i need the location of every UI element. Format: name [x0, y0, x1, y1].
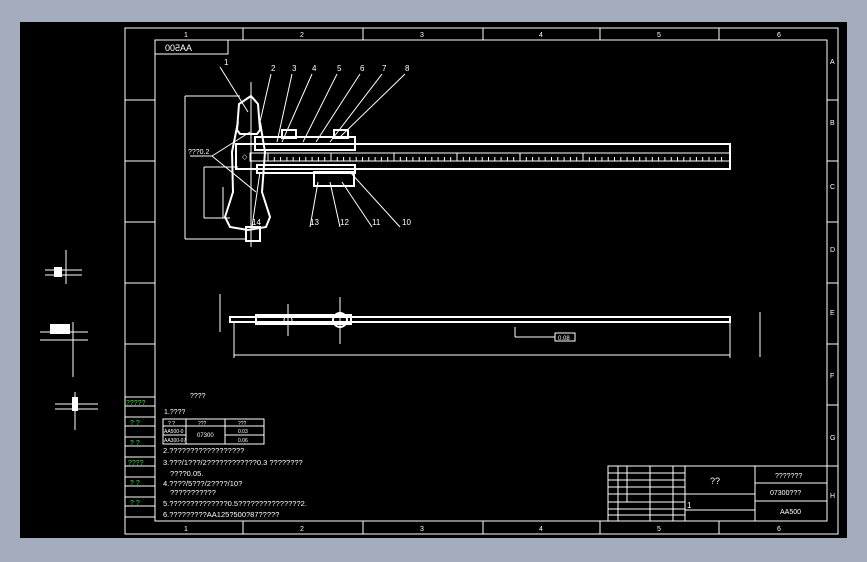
part-name: ??	[710, 476, 720, 486]
svg-text:? ?: ? ?	[130, 480, 140, 487]
svg-text:????0.05.: ????0.05.	[170, 469, 203, 478]
column-zone: 1 2 3 4 5 6 1 2 3 4 5 6	[184, 28, 781, 534]
column-label: 5	[657, 526, 661, 533]
column-label: 5	[657, 32, 661, 39]
column-label: 3	[420, 526, 424, 533]
svg-text:2: 2	[271, 64, 276, 73]
row-label: C	[830, 184, 835, 191]
svg-text:3: 3	[292, 64, 297, 73]
dimension-label: ???0.2	[188, 149, 210, 156]
caliper-top-view[interactable]: 0.08	[219, 294, 761, 358]
row-zone: A B C D E F G H	[125, 59, 838, 500]
svg-text:1: 1	[224, 58, 229, 67]
svg-text:AA300-07: AA300-07	[164, 438, 186, 444]
cad-drawing-canvas[interactable]: 1 2 3 4 5 6 1 2 3 4 5 6 A B C D E F G H …	[20, 22, 847, 538]
svg-text:6.?????????AA125?500?87?????: 6.?????????AA125?500?87?????	[163, 510, 279, 519]
svg-text:1: 1	[687, 501, 692, 510]
row-label: G	[830, 435, 835, 442]
svg-text:3.???/1???/2????????????0.3 ?: 3.???/1???/2????????????0.3 ????????	[163, 458, 303, 467]
svg-text:4: 4	[312, 64, 317, 73]
drawing-code: AA500	[780, 509, 801, 516]
svg-text:8: 8	[405, 64, 410, 73]
column-label: 4	[539, 32, 543, 39]
svg-text:???: ???	[238, 421, 247, 427]
svg-text:? ?: ? ?	[168, 421, 175, 427]
svg-text:12: 12	[340, 218, 349, 227]
svg-text:5.??????????????0.5???????????: 5.??????????????0.5???????????????2.	[163, 499, 307, 508]
svg-text:4.????/5???/2????/10?: 4.????/5???/2????/10?	[163, 479, 242, 488]
svg-text:0.03: 0.03	[238, 429, 248, 435]
row-label: A	[830, 59, 835, 66]
column-label: 1	[184, 526, 188, 533]
svg-text:2.??????????????????: 2.??????????????????	[163, 446, 244, 455]
svg-text:5: 5	[337, 64, 342, 73]
dimensions: ???0.2	[184, 95, 257, 240]
svg-text:11: 11	[372, 218, 381, 227]
part-leaders: 1 2 3 4 5 6 7 8 10 11 12 13 14	[219, 58, 411, 228]
logo-mark: ◇	[242, 154, 248, 161]
column-label: 6	[777, 526, 781, 533]
column-label: 1	[184, 32, 188, 39]
outer-frame	[124, 27, 839, 535]
caliper-front-view[interactable]: ◇	[223, 82, 731, 247]
svg-text:????: ????	[190, 393, 206, 400]
column-label: 4	[539, 526, 543, 533]
svg-text:0.06: 0.06	[238, 438, 248, 444]
code-box-text: AA500	[165, 43, 192, 53]
svg-text:7: 7	[382, 64, 387, 73]
svg-text:1.????: 1.????	[164, 409, 186, 416]
svg-text:? ?: ? ?	[130, 500, 140, 507]
row-label: E	[830, 310, 835, 317]
column-label: 6	[777, 32, 781, 39]
svg-text:14: 14	[252, 218, 261, 227]
svg-text:07300: 07300	[197, 433, 214, 439]
row-label: D	[830, 247, 835, 254]
drawing-number: 07300???	[770, 490, 801, 497]
svg-text:???????: ???????	[775, 473, 802, 480]
svg-text:? ?: ? ?	[130, 420, 140, 427]
svg-text:6: 6	[360, 64, 365, 73]
row-label: B	[830, 120, 835, 127]
row-label: H	[830, 493, 835, 500]
svg-text:13: 13	[310, 218, 319, 227]
column-label: 3	[420, 32, 424, 39]
inner-frame	[154, 39, 828, 522]
left-strip: ????? ? ? ? ? ???? ? ? ? ?	[125, 396, 155, 518]
svg-text:10: 10	[402, 218, 411, 227]
svg-text:? ?: ? ?	[130, 440, 140, 447]
svg-text:????: ????	[128, 460, 144, 467]
technical-notes: ???? 1.???? ? ? ??? ??? AA500-0 AA300-07…	[162, 393, 307, 519]
row-label: F	[830, 373, 834, 380]
drawing-sheet: 1 2 3 4 5 6 1 2 3 4 5 6 A B C D E F G H …	[40, 27, 839, 535]
column-label: 2	[300, 526, 304, 533]
svg-text:?????: ?????	[126, 400, 146, 407]
code-box	[154, 39, 229, 55]
svg-text:AA500-0: AA500-0	[164, 429, 184, 435]
svg-text:???????????: ???????????	[170, 488, 216, 497]
svg-text:???: ???	[198, 421, 207, 427]
svg-text:0.08: 0.08	[558, 336, 570, 342]
title-block: ?? ??????? 07300??? AA500 1	[607, 465, 828, 522]
column-label: 2	[300, 32, 304, 39]
detail-views	[40, 250, 98, 430]
